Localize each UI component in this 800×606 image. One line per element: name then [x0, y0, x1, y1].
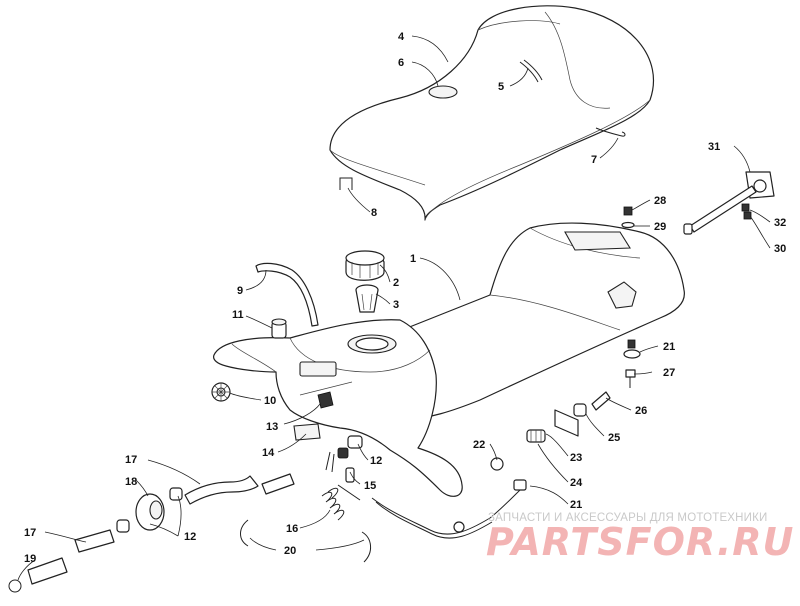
watermark-tagline: ЗАПЧАСТИ И АКСЕССУАРЫ ДЛЯ МОТОТЕХНИКИ [488, 512, 768, 524]
callout-1: 1 [410, 253, 416, 265]
latch-assembly [683, 171, 775, 235]
callout-31: 30 [774, 243, 786, 255]
callout-5: 5 [498, 81, 504, 93]
callout-28: 27 [663, 367, 675, 379]
cable-22 [371, 479, 527, 539]
fuel-tank [213, 319, 463, 497]
nut-33 [741, 203, 750, 212]
washer-30 [621, 221, 635, 229]
fastener-10 [211, 382, 231, 402]
callout-16: 16 [286, 523, 298, 535]
nut-31 [743, 211, 752, 220]
fuel-gauge [317, 391, 334, 409]
callout-17-a: 17 [125, 454, 137, 466]
callout-17-b: 17 [24, 527, 36, 539]
callout-11: 11 [232, 309, 244, 321]
hose-clamp-19 [8, 579, 22, 593]
callout-22: 21 [570, 499, 582, 511]
clamp-14 [293, 423, 321, 441]
callout-20: 20 [284, 545, 296, 557]
bolt-28 [625, 369, 636, 388]
callout-27: 26 [635, 405, 647, 417]
callout-14: 14 [262, 447, 275, 459]
seat-cap [428, 85, 458, 99]
grommet-11 [271, 318, 287, 339]
leader-lines [17, 35, 771, 581]
callout-7: 7 [591, 154, 597, 166]
callout-10: 10 [264, 395, 276, 407]
callout-23: 22 [473, 439, 485, 451]
callout-6: 6 [398, 57, 404, 69]
clip-20-right [361, 531, 371, 563]
seat-clip [339, 177, 353, 190]
callout-9: 9 [237, 285, 243, 297]
fuel-cap [345, 250, 385, 281]
callout-33: 32 [774, 217, 786, 229]
callout-15: 15 [364, 480, 376, 492]
callout-8: 8 [371, 207, 377, 219]
watermark-logo: PARTSFOR.RU [486, 520, 795, 564]
spring [321, 484, 361, 521]
callout-26: 25 [608, 432, 620, 444]
callout-25: 24 [570, 477, 583, 489]
fuel-line-upper [27, 473, 295, 585]
callout-12-b: 12 [184, 531, 196, 543]
pin-27 [591, 391, 611, 411]
clip-20-left [240, 519, 249, 547]
callout-21: 21 [663, 341, 675, 353]
grommet-26 [573, 403, 587, 417]
callout-32: 31 [708, 141, 720, 153]
callout-18: 18 [125, 476, 137, 488]
vent-hose [255, 262, 319, 327]
callout-13: 13 [266, 421, 278, 433]
tank-body [401, 222, 685, 421]
filler-neck [355, 284, 379, 313]
washer-23 [490, 457, 504, 471]
bracket-24 [554, 409, 579, 437]
callout-19: 19 [24, 553, 36, 565]
fuel-filter [116, 487, 183, 533]
nut-29 [623, 206, 633, 216]
callout-numbers: 4 6 5 7 8 1 2 3 9 11 10 13 14 12 15 16 1… [24, 31, 786, 565]
washer-21 [623, 339, 641, 359]
seat-strap-7 [595, 127, 626, 137]
callout-4: 4 [398, 31, 405, 43]
fuel-fittings [325, 435, 363, 483]
callout-3: 3 [393, 299, 399, 311]
callout-24: 23 [570, 452, 582, 464]
switch-25 [526, 429, 546, 443]
callout-30: 29 [654, 221, 666, 233]
callout-29: 28 [654, 195, 666, 207]
seat [329, 5, 655, 221]
callout-2: 2 [393, 277, 399, 289]
callout-12-a: 12 [370, 455, 382, 467]
